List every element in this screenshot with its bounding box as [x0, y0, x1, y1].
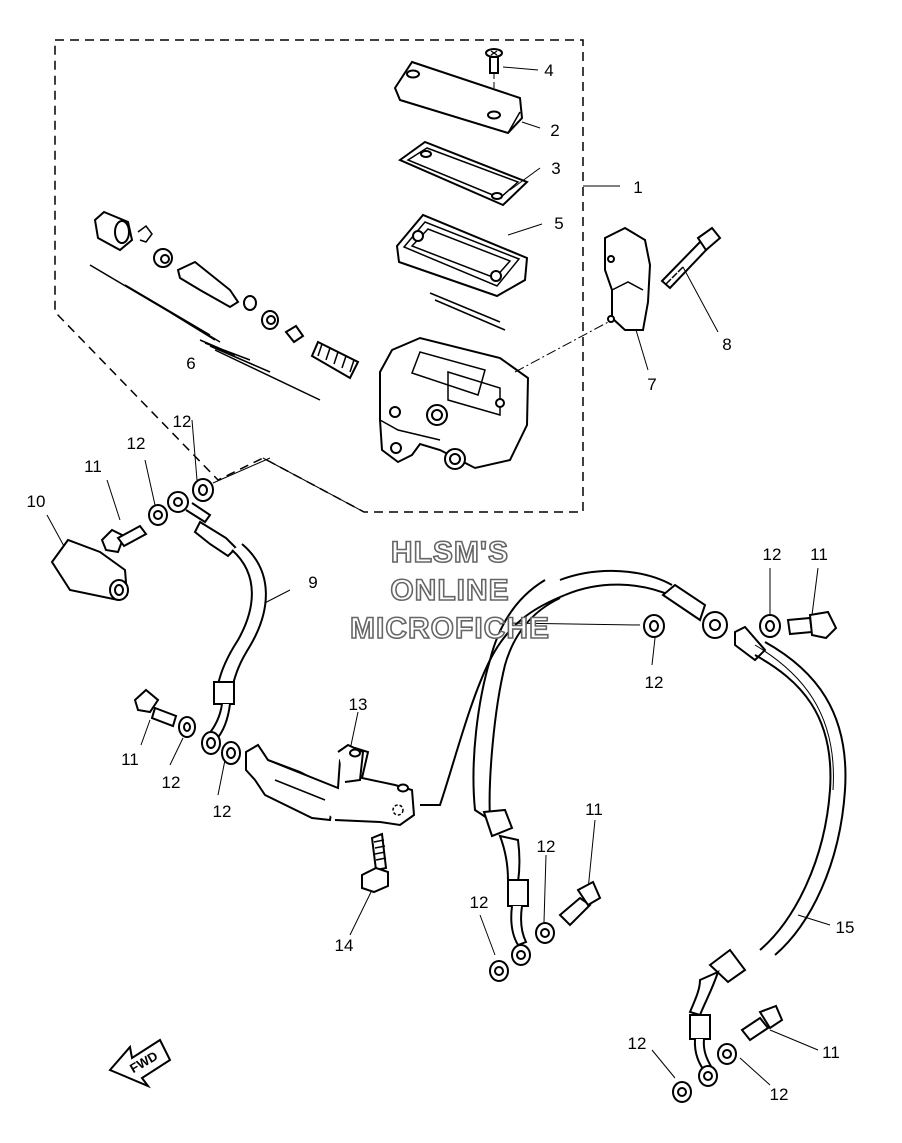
- diaphragm-5: [395, 213, 529, 331]
- reservoir-cap-2: [393, 60, 524, 135]
- brake-hose-9: [167, 491, 267, 755]
- callout-11-c: 11: [121, 750, 139, 769]
- callout-1: 1: [633, 178, 642, 197]
- callout-8: 8: [722, 335, 731, 354]
- union-bolt-11-mid: [558, 880, 602, 927]
- banjo-cover-10: [50, 538, 129, 602]
- piston-kit-6: [89, 210, 360, 401]
- callout-4: 4: [544, 61, 553, 80]
- callout-12-h: 12: [470, 893, 489, 912]
- callout-2: 2: [550, 121, 559, 140]
- callout-12-c: 12: [763, 545, 782, 564]
- master-cylinder-body: [379, 336, 530, 470]
- callout-15: 15: [836, 918, 855, 937]
- callout-14: 14: [335, 936, 354, 955]
- union-bolt-11-lower-left: [133, 688, 178, 728]
- hose-joint-bracket-13: [245, 743, 416, 827]
- fwd-arrow-icon: FWD: [108, 1038, 172, 1089]
- watermark-line-3: MICROFICHE: [350, 612, 550, 645]
- callout-11-d: 11: [585, 800, 603, 819]
- bolt-8: [660, 226, 722, 290]
- diaphragm-plate-3: [397, 140, 529, 207]
- callout-9: 9: [308, 573, 317, 592]
- callout-13: 13: [349, 695, 368, 714]
- copper-washers-12: [148, 478, 781, 1103]
- clamp-7: [604, 226, 652, 331]
- watermark-line-2: ONLINE: [390, 574, 509, 607]
- callout-12-d: 12: [645, 673, 664, 692]
- callout-12-b: 12: [127, 434, 146, 453]
- callout-12-e: 12: [162, 773, 181, 792]
- brake-hose-15: [420, 570, 847, 1087]
- bolt-14: [361, 832, 389, 894]
- callout-labels: 4 2 3 1 5 8 7 6 12 12 11 10 9 12 11 12 1…: [27, 61, 855, 1104]
- callout-7: 7: [647, 375, 656, 394]
- callout-12-j: 12: [770, 1085, 789, 1104]
- union-bolt-11-upper: [100, 524, 148, 554]
- leader-lines: [46, 66, 831, 1086]
- callout-6: 6: [186, 354, 195, 373]
- callout-12-f: 12: [213, 802, 232, 821]
- callout-11-a: 11: [84, 457, 102, 476]
- callout-5: 5: [554, 214, 563, 233]
- union-bolt-11-right-upper: [786, 610, 838, 640]
- centerline: [514, 319, 613, 373]
- watermark: HLSM'S ONLINE MICROFICHE: [349, 535, 550, 646]
- callout-11-e: 11: [822, 1043, 840, 1062]
- screw-4: [485, 48, 503, 112]
- callout-11-b: 11: [810, 545, 828, 564]
- watermark-line-1: HLSM'S: [391, 536, 509, 569]
- callout-12-g: 12: [537, 837, 556, 856]
- union-bolt-11-lower-right: [740, 1004, 784, 1042]
- callout-3: 3: [551, 159, 560, 178]
- callout-10: 10: [27, 492, 46, 511]
- callout-12-i: 12: [628, 1034, 647, 1053]
- callout-12-a: 12: [173, 412, 192, 431]
